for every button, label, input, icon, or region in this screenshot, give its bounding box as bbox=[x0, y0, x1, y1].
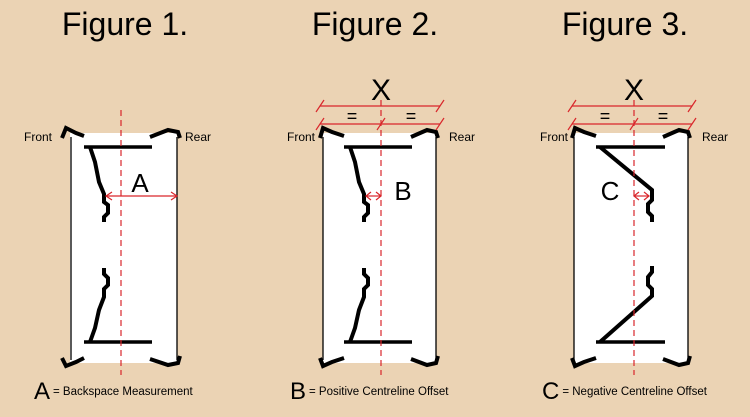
figure-3-disc-top bbox=[598, 145, 654, 222]
figure-2-wheel-diagram: X = = B bbox=[315, 74, 445, 375]
figure-2-half-tick-right bbox=[435, 117, 445, 131]
figure-3-caption: C= Negative Centreline Offset bbox=[542, 378, 707, 406]
figure-3-wheel-rim bbox=[574, 133, 688, 363]
figure-3-half-label-right: = bbox=[658, 106, 669, 126]
figure-1-caption: A= Backspace Measurement bbox=[34, 378, 193, 406]
figure-3-width-tick-left bbox=[567, 99, 577, 113]
figure-2-half-tick-left bbox=[315, 117, 325, 131]
figure-3-rear-flange-top bbox=[662, 127, 692, 139]
figure-1-rear-label: Rear bbox=[185, 130, 212, 144]
figure-3-offset-arrow-right bbox=[643, 191, 650, 201]
figure-3-disc-bottom bbox=[598, 266, 654, 344]
figure-1-title: Figure 1. bbox=[61, 6, 189, 42]
figure-1-front-flange-bottom bbox=[60, 356, 85, 369]
figure-3-dimension-letter: C bbox=[601, 176, 620, 206]
figure-2-width-tick-right bbox=[435, 99, 445, 113]
figure-2-caption: B= Positive Centreline Offset bbox=[290, 378, 448, 406]
figure-2-front-label: Front bbox=[287, 130, 316, 144]
figure-2-rear-label: Rear bbox=[449, 130, 476, 144]
figure-2-front-flange-top bbox=[318, 125, 345, 139]
figure-3-caption-letter: C bbox=[542, 378, 560, 405]
figure-1-arrow-left bbox=[104, 191, 113, 201]
figure-1-arrow-right bbox=[170, 191, 179, 201]
figure-2-disc-top bbox=[348, 146, 370, 222]
figure-3-rear-label: Rear bbox=[702, 130, 729, 144]
figure-3-front-flange-bottom bbox=[570, 356, 597, 369]
figure-3-half-tick-mid bbox=[629, 117, 639, 131]
figure-2-offset-arrow-left bbox=[365, 191, 372, 201]
figure-1-wheel-diagram: A bbox=[60, 110, 182, 375]
figure-1-wheel-rim bbox=[70, 133, 177, 363]
figure-2-title: Figure 2. bbox=[311, 6, 439, 42]
figure-1-caption-text: = Backspace Measurement bbox=[53, 386, 193, 398]
figure-2-width-label: X bbox=[371, 74, 391, 107]
figure-3-caption-text: = Negative Centreline Offset bbox=[562, 386, 707, 398]
figure-1-rear-flange-top bbox=[149, 127, 182, 139]
figure-1-disc-top bbox=[88, 146, 110, 222]
figure-1-caption-letter: A bbox=[34, 378, 51, 405]
figure-3-front-flange-top bbox=[570, 125, 597, 139]
figure-3-panel: Figure 3. Front Rear X = = C C bbox=[500, 0, 750, 417]
figure-3-rear-flange-bottom bbox=[662, 355, 692, 368]
figure-3-half-tick-right bbox=[687, 117, 697, 131]
figure-3-half-tick-left bbox=[567, 117, 577, 131]
figure-2-half-label-right: = bbox=[406, 106, 417, 126]
figure-1-rear-flange-bottom bbox=[149, 355, 182, 368]
figure-2-caption-text: = Positive Centreline Offset bbox=[309, 386, 449, 398]
figure-3-offset-arrow-left bbox=[633, 191, 640, 201]
figure-1-disc-bottom bbox=[88, 268, 110, 343]
figure-1-panel: Figure 1. Front Rear A A= Backspace Meas… bbox=[0, 0, 250, 417]
figure-2-offset-arrow-right bbox=[375, 191, 382, 201]
figure-3-width-label: X bbox=[624, 74, 644, 107]
figure-2-front-flange-bottom bbox=[318, 356, 345, 369]
figure-2-panel: Figure 2. Front Rear X = = B B= Pos bbox=[250, 0, 500, 417]
figure-3-front-label: Front bbox=[540, 130, 569, 144]
figure-3-half-label-left: = bbox=[600, 106, 611, 126]
figure-3-title: Figure 3. bbox=[561, 6, 689, 42]
figure-2-rear-flange-bottom bbox=[410, 355, 440, 368]
figure-2-disc-bottom bbox=[348, 268, 370, 343]
figure-2-wheel-rim bbox=[323, 133, 436, 363]
figure-1-dimension-letter: A bbox=[131, 168, 149, 198]
figure-3-wheel-diagram: X = = C bbox=[567, 74, 697, 375]
figure-2-rear-flange-top bbox=[410, 127, 440, 139]
figure-1-front-label: Front bbox=[24, 130, 53, 144]
figure-2-width-tick-left bbox=[315, 99, 325, 113]
figure-2-dimension-letter: B bbox=[394, 176, 411, 206]
figure-1-front-flange-top bbox=[60, 125, 85, 139]
figure-2-caption-letter: B bbox=[290, 378, 307, 405]
figure-2-half-tick-mid bbox=[376, 117, 386, 131]
figure-2-half-label-left: = bbox=[347, 106, 358, 126]
figure-3-width-tick-right bbox=[687, 99, 697, 113]
